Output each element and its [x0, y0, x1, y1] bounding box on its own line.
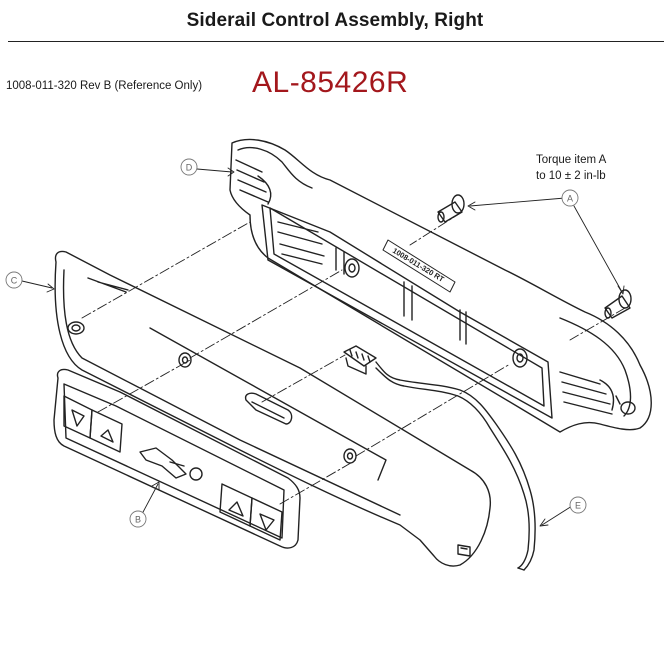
- arrow-up-icon-2: [228, 501, 244, 517]
- callout-a-label: A: [567, 194, 573, 204]
- assembly-centerlines: [81, 211, 626, 505]
- callout-leaders: [21, 167, 625, 527]
- callout-c: C: [5, 271, 23, 289]
- arrow-down-icon-2: [259, 513, 275, 531]
- key-up-1: [89, 409, 123, 453]
- bracket-label: 1008-011-320 RT: [391, 246, 446, 284]
- document-reference: 1008-011-320 Rev B (Reference Only): [6, 80, 203, 92]
- part-a-screw-lower: [604, 289, 632, 319]
- key-down-1: [63, 395, 93, 439]
- callout-d: D: [180, 158, 198, 176]
- arrow-up-icon: [100, 429, 114, 443]
- torque-note-line-1: Torque item A: [536, 154, 607, 166]
- bed-icon: [139, 447, 203, 481]
- callout-e-label: E: [575, 501, 581, 511]
- title-divider: [8, 41, 664, 42]
- callout-b: B: [129, 510, 147, 528]
- callout-b-label: B: [135, 515, 141, 525]
- part-number: AL-85426R: [252, 66, 409, 99]
- part-d-rear-bracket: 1008-011-320 RT: [229, 138, 652, 433]
- torque-note: Torque item A to 10 ± 2 in-lb: [536, 152, 606, 184]
- arrow-down-icon: [71, 409, 85, 427]
- part-a-screw-upper: [437, 194, 465, 223]
- part-e-cable: [343, 345, 536, 571]
- key-down-2: [249, 497, 283, 541]
- callout-c-label: C: [11, 276, 18, 286]
- part-b-keypad: [53, 368, 301, 549]
- torque-note-line-2: to 10 ± 2 in-lb: [536, 170, 606, 182]
- page-title: Siderail Control Assembly, Right: [186, 10, 484, 31]
- callout-d-label: D: [186, 163, 193, 173]
- callout-e: E: [569, 496, 587, 514]
- callout-a: A: [561, 189, 579, 207]
- part-c-front-cover: [54, 250, 492, 567]
